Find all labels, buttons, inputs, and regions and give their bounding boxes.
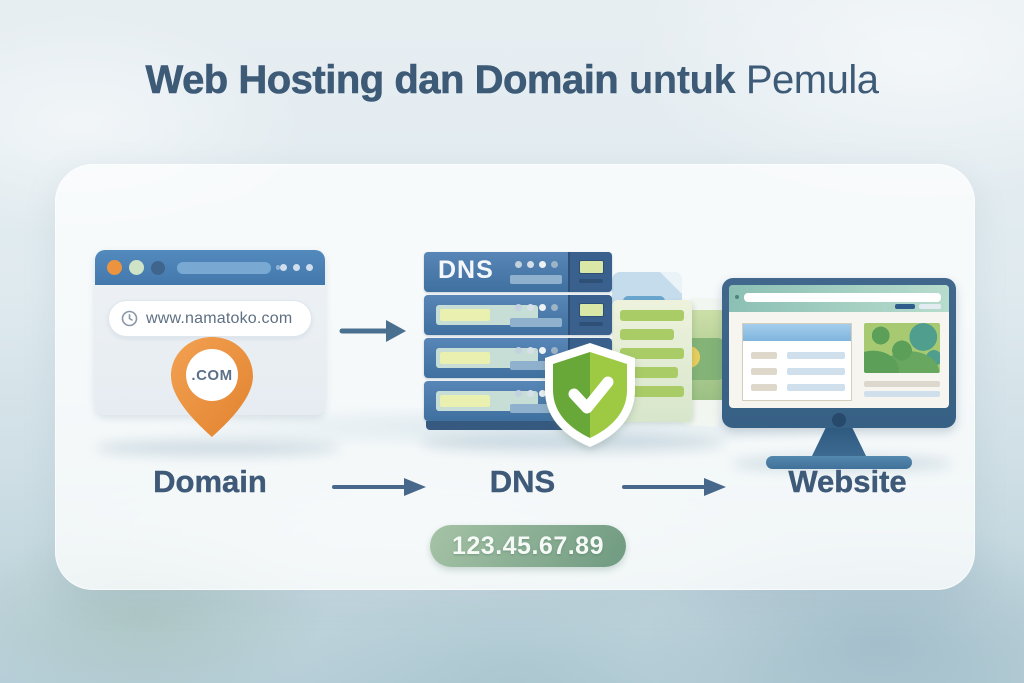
browser-shadow bbox=[95, 440, 340, 456]
webpage-table-panel bbox=[742, 323, 852, 401]
server-panel-dash bbox=[579, 322, 603, 326]
flow-label-dns: DNS bbox=[489, 464, 556, 499]
title-bold-part: Web Hosting dan Domain bbox=[145, 58, 619, 103]
screen-button-secondary bbox=[919, 304, 941, 309]
domain-pin: .COM bbox=[170, 336, 254, 440]
tab-dot-icon bbox=[275, 265, 280, 270]
server-leds-icon bbox=[515, 261, 558, 268]
shield-check-icon bbox=[545, 343, 635, 447]
screen-button-primary bbox=[895, 304, 915, 309]
pin-inner-circle: .COM bbox=[186, 349, 238, 401]
server-mini-screen bbox=[579, 303, 604, 317]
arrow-right-icon bbox=[339, 320, 406, 342]
address-bar: www.namatoko.com bbox=[108, 300, 312, 337]
screen-bar-dot-icon bbox=[735, 295, 739, 299]
server-vent-bar bbox=[510, 404, 562, 413]
flow-label-website: Website bbox=[788, 464, 907, 499]
server-panel-dash bbox=[579, 279, 603, 283]
monitor-screen bbox=[729, 285, 949, 408]
server-shadow bbox=[420, 434, 725, 452]
server-leds-icon bbox=[515, 304, 558, 311]
server-leds-icon bbox=[515, 347, 558, 354]
server-side-panel bbox=[568, 295, 612, 335]
ip-address-badge: 123.45.67.89 bbox=[430, 525, 626, 567]
table-header-bar bbox=[743, 324, 851, 341]
server-side-panel bbox=[568, 252, 612, 292]
tld-label: .COM bbox=[191, 366, 233, 384]
window-dot-green-icon bbox=[129, 260, 144, 275]
window-dot-orange-icon bbox=[107, 260, 122, 275]
ip-address-text: 123.45.67.89 bbox=[452, 531, 604, 560]
clock-icon bbox=[121, 310, 138, 327]
title-mid-part: untuk bbox=[618, 58, 746, 102]
server-base bbox=[426, 421, 610, 430]
monitor-bezel bbox=[722, 278, 956, 428]
flow-label-domain: Domain bbox=[153, 464, 267, 499]
monitor-logo-dot-icon bbox=[832, 413, 846, 427]
security-shield bbox=[538, 341, 642, 449]
monitor-stand-neck bbox=[811, 428, 867, 458]
window-dot-navy-icon bbox=[151, 260, 165, 275]
server-unit-2 bbox=[424, 295, 612, 335]
webpage-text-line bbox=[864, 381, 940, 387]
server-unit-1: DNS bbox=[424, 252, 612, 292]
monitor-stand-base bbox=[766, 456, 912, 469]
arrow-right-icon bbox=[622, 478, 726, 496]
webpage-text-line bbox=[864, 391, 940, 397]
server-vent-bar bbox=[510, 318, 562, 327]
screen-browser-bar bbox=[729, 285, 949, 312]
arrow-right-icon bbox=[332, 478, 426, 496]
screen-address-strip bbox=[744, 293, 941, 302]
browser-titlebar bbox=[95, 250, 325, 285]
website-monitor-illustration bbox=[722, 278, 956, 470]
server-vent-bar bbox=[510, 275, 562, 284]
title-light-part: Pemula bbox=[745, 58, 879, 102]
url-text: www.namatoko.com bbox=[146, 309, 293, 327]
webpage-hero-image bbox=[864, 323, 940, 373]
server-vent-bar bbox=[510, 361, 562, 370]
server-mini-screen bbox=[579, 260, 604, 274]
dns-server-label: DNS bbox=[438, 256, 494, 284]
page-title: Web Hosting dan Domain untuk Pemula bbox=[0, 58, 1024, 103]
browser-menu-dots-icon bbox=[280, 264, 313, 271]
folded-corner bbox=[660, 272, 682, 294]
browser-tab-bar bbox=[177, 261, 271, 274]
